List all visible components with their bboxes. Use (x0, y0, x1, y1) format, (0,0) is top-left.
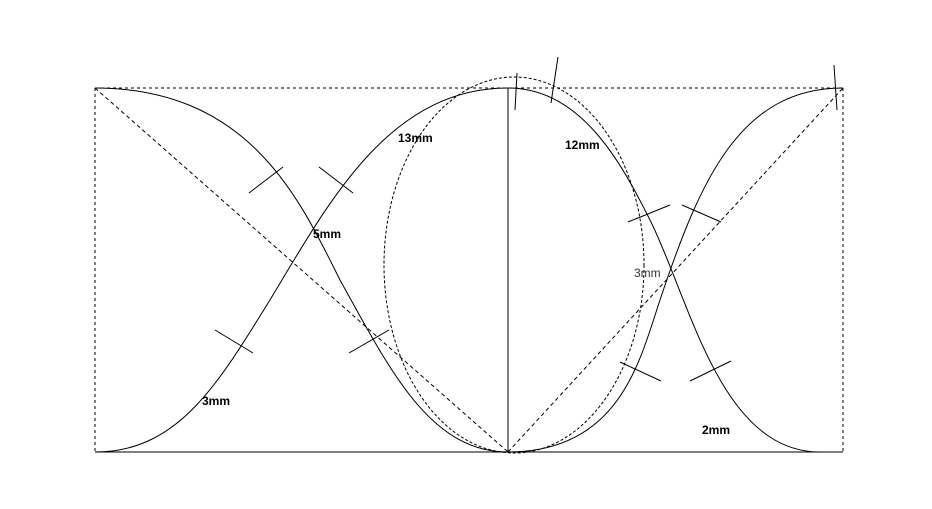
tick-mark (514, 72, 518, 111)
tick-mark (689, 360, 732, 382)
label-top-left: 13mm (398, 131, 433, 145)
measurement-labels: 3mm 5mm 13mm 12mm 3mm 2mm (202, 131, 730, 437)
diagonal-guides (94, 87, 844, 453)
tick-mark (550, 56, 559, 104)
tick-mark (681, 204, 722, 223)
stroke-curves (94, 87, 844, 453)
curve-left-descending (94, 87, 509, 453)
curve-right-descending (507, 87, 821, 453)
diagonal-right (507, 87, 844, 453)
label-center-left: 5mm (313, 227, 341, 241)
tick-mark (627, 204, 671, 223)
label-top-right: 12mm (565, 138, 600, 152)
tick-marks (214, 56, 838, 382)
curve-right-ascending (507, 87, 844, 453)
tick-mark (318, 166, 354, 194)
frame (94, 87, 844, 453)
tick-mark (619, 361, 662, 382)
label-left-bottom: 3mm (202, 394, 230, 408)
guide-ellipse (383, 76, 645, 454)
tick-mark (348, 329, 390, 354)
label-right-bottom: 2mm (702, 423, 730, 437)
tick-mark (833, 64, 838, 111)
label-center-right: 3mm (634, 266, 661, 280)
tick-mark (248, 166, 284, 194)
diagonal-left (94, 87, 509, 453)
curve-left-ascending (94, 87, 509, 453)
tick-mark (214, 329, 254, 354)
